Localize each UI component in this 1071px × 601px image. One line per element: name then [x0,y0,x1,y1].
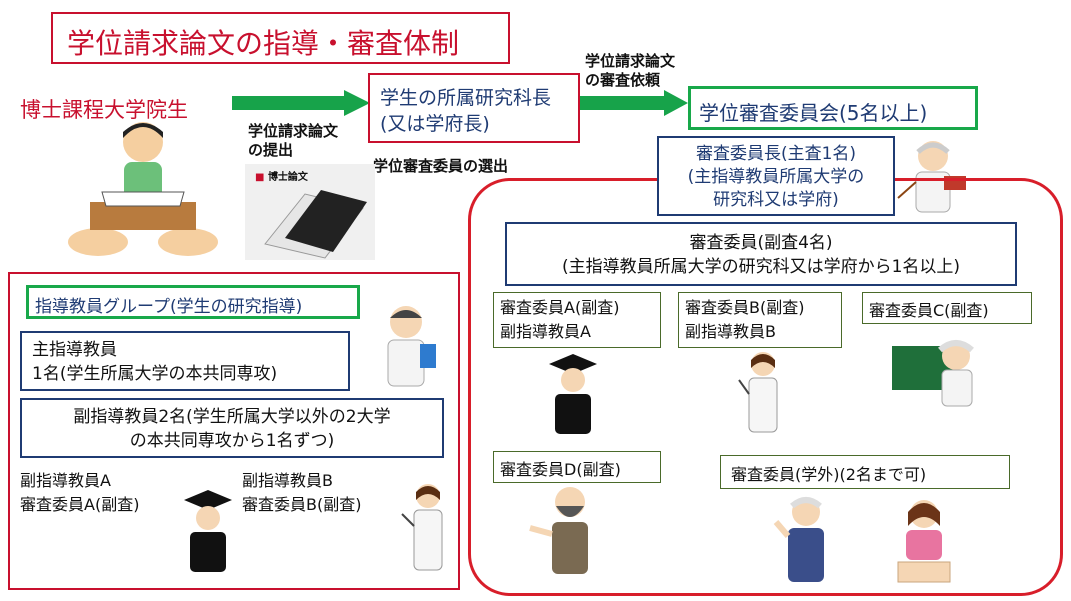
main-advisor-box: 主指導教員 1名(学生所属大学の本共同専攻) [20,331,350,391]
sub-advisor-b-illustration [400,480,452,580]
member-d-box: 審査委員D(副査) [493,451,661,483]
member-b-box: 審査委員B(副査) 副指導教員B [678,292,842,348]
member-c-box: 審査委員C(副査) [862,292,1032,324]
chief-box-front: 審査委員長(主査1名) (主指導教員所属大学の 研究科又は学府) [657,136,895,216]
member-b-illustration [737,350,789,448]
arrow-to-committee [580,90,688,116]
page-title: 学位請求論文の指導・審査体制 [67,27,460,60]
arrow-to-dept [232,90,370,116]
dept-head-box: 学生の所属研究科長 (又は学府長) [368,73,580,143]
graduate-professor-icon [549,354,597,434]
member-c-illustration [892,326,986,414]
student-illustration [68,120,218,270]
book-icon [264,190,367,259]
female-professor-icon-small [401,484,443,571]
member-a-illustration [543,354,603,436]
committee-box: 学位審査委員会(5名以上) [688,86,978,130]
student-label: 博士課程大学院生 [20,98,188,122]
student-icon [68,122,218,256]
chief-professor-illustration [897,138,968,220]
sub-advisors-box: 副指導教員2名(学生所属大学以外の2大学 の本共同専攻から1名ずつ) [20,398,444,458]
advisor-group-panel [8,272,460,590]
graduate-professor-icon-small [184,490,232,572]
female-presenter-icon [897,500,951,583]
professor-icon [897,141,966,213]
thesis-book-label: ■ 博士論文 [255,172,308,183]
main-advisor-illustration [370,300,440,390]
female-professor-icon [738,352,778,433]
member-external-box: 審査委員(学外)(2名まで可) [720,455,1010,489]
external-professor-icon [773,497,824,582]
members-box: 審査委員(副査4名) (主指導教員所属大学の研究科又は学府から1名以上) [505,222,1017,286]
review-request-label: 学位請求論文 の審査依頼 [585,52,676,89]
professor-blackboard-icon [892,340,974,407]
sub-advisor-b-label: 副指導教員B 審査委員B(副査) [242,471,362,514]
bearded-professor-icon [529,487,588,574]
member-a-box: 審査委員A(副査) 副指導教員A [493,292,661,348]
member-d-illustration [529,484,606,580]
submission-label: 学位請求論文 の提出 [248,122,339,159]
male-professor-icon [387,306,436,387]
sub-advisor-a-illustration [180,490,236,576]
sub-advisor-a-label: 副指導教員A 審査委員A(副査) [20,471,140,514]
advisor-group-box: 指導教員グループ(学生の研究指導) [26,285,360,319]
external-female-illustration [890,494,958,584]
committee-selection-label: 学位審査委員の選出 [373,157,509,175]
external-professor-illustration [772,492,838,588]
title-box: 学位請求論文の指導・審査体制 [51,12,510,64]
thesis-illustration: ■ 博士論文 [245,164,375,260]
